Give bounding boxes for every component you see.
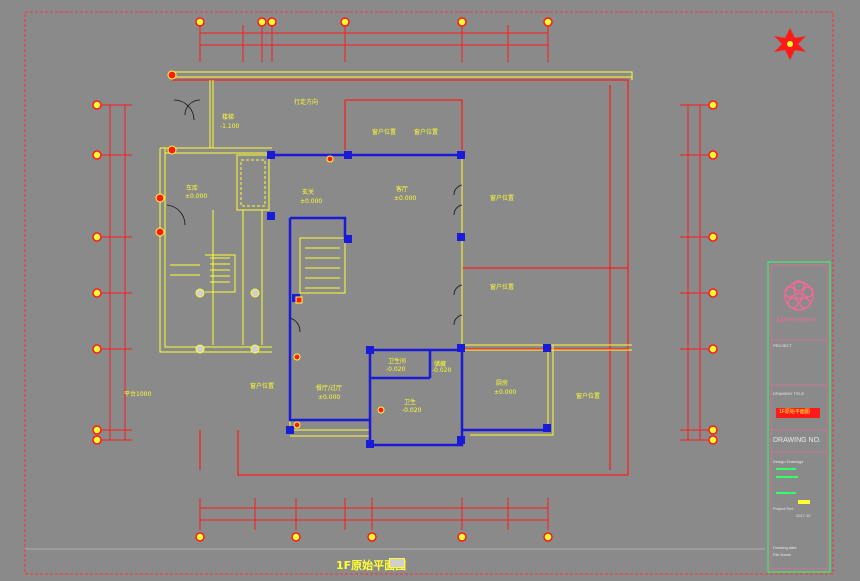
date-value: 2017.10: [796, 513, 811, 518]
site-outline: [172, 79, 629, 476]
window-tag-6: 窗户位置: [576, 393, 601, 400]
door-swings: [166, 99, 463, 333]
project-ref-label: Project Ref :: [773, 506, 796, 511]
room-entrance-name: 玄关: [302, 189, 315, 196]
pink-flower-logo: [784, 280, 814, 311]
room-garage-elev: ±0.000: [185, 193, 208, 200]
room-toilet-name: 卫生: [404, 399, 417, 406]
file-name-label: File Name: [773, 552, 792, 557]
title-block-fields: [776, 468, 810, 504]
compass-icon: [774, 28, 806, 60]
drawing-title-box: [776, 408, 820, 418]
drawing-no-label: DRAWING NO.: [773, 437, 821, 444]
top-axis-bubbles: [195, 17, 553, 27]
top-dimension-chain: [199, 25, 549, 62]
window-tag-4: 窗户位置: [490, 284, 515, 291]
room-bath-elev: -0.020: [386, 366, 406, 373]
title-block-inner: [770, 264, 828, 570]
room-kitchen-elev: ±0.000: [494, 389, 517, 396]
room-living-hall-elev: ±0.000: [394, 195, 417, 202]
company-name: 某某装饰设计有限公司: [776, 317, 816, 322]
design-drawings-label: Design Drawings: [773, 459, 804, 464]
window-tag-1: 窗户位置: [372, 129, 397, 136]
left-dimension-chain: [100, 104, 132, 441]
bottom-axis-bubbles: [195, 532, 553, 542]
drawing-title-label: DRAWING TITLE: [773, 391, 805, 396]
scale-box: [389, 558, 405, 568]
room-garage-name: 车库: [186, 185, 199, 192]
room-stair-landing-elev: -1.100: [220, 123, 240, 130]
drawing-date-label: Drawing date: [773, 545, 797, 550]
window-tag-5: 窗户位置: [250, 383, 275, 390]
bottom-dimension-chain: [199, 498, 549, 530]
room-stair-landing-name: 楼梯: [222, 114, 235, 121]
room-kitchen-name: 厨房: [496, 380, 509, 387]
right-axis-bubbles: [708, 100, 718, 445]
room-storage-name: 储藏: [434, 361, 447, 368]
room-entrance-elev: ±0.000: [300, 198, 323, 205]
blue-columns: [267, 151, 551, 448]
blue-walls: [270, 153, 548, 447]
plan-title: 1F原始平面图: [336, 559, 407, 572]
room-dining-elev: ±0.000: [318, 394, 341, 401]
bottom-note: 平台1000: [124, 391, 152, 398]
right-dimension-chain: [680, 104, 710, 441]
title-block-frame: [767, 261, 831, 573]
walk-direction-label: 行走方向: [294, 99, 319, 106]
fixture-markers: [155, 70, 385, 429]
project-label: PROJECT: [773, 343, 792, 348]
room-living-hall-name: 客厅: [396, 186, 409, 193]
room-toilet-elev: -0.020: [402, 407, 422, 414]
room-dining-name: 餐厅/过厅: [316, 385, 343, 392]
drawing-title-value: 1F原始平面图: [779, 409, 810, 415]
room-storage-elev: -0.020: [432, 367, 452, 374]
window-tag-2: 窗户位置: [414, 129, 439, 136]
window-tag-3: 窗户位置: [490, 195, 515, 202]
left-axis-bubbles: [92, 100, 102, 445]
room-bath-name: 卫生间: [388, 358, 407, 365]
